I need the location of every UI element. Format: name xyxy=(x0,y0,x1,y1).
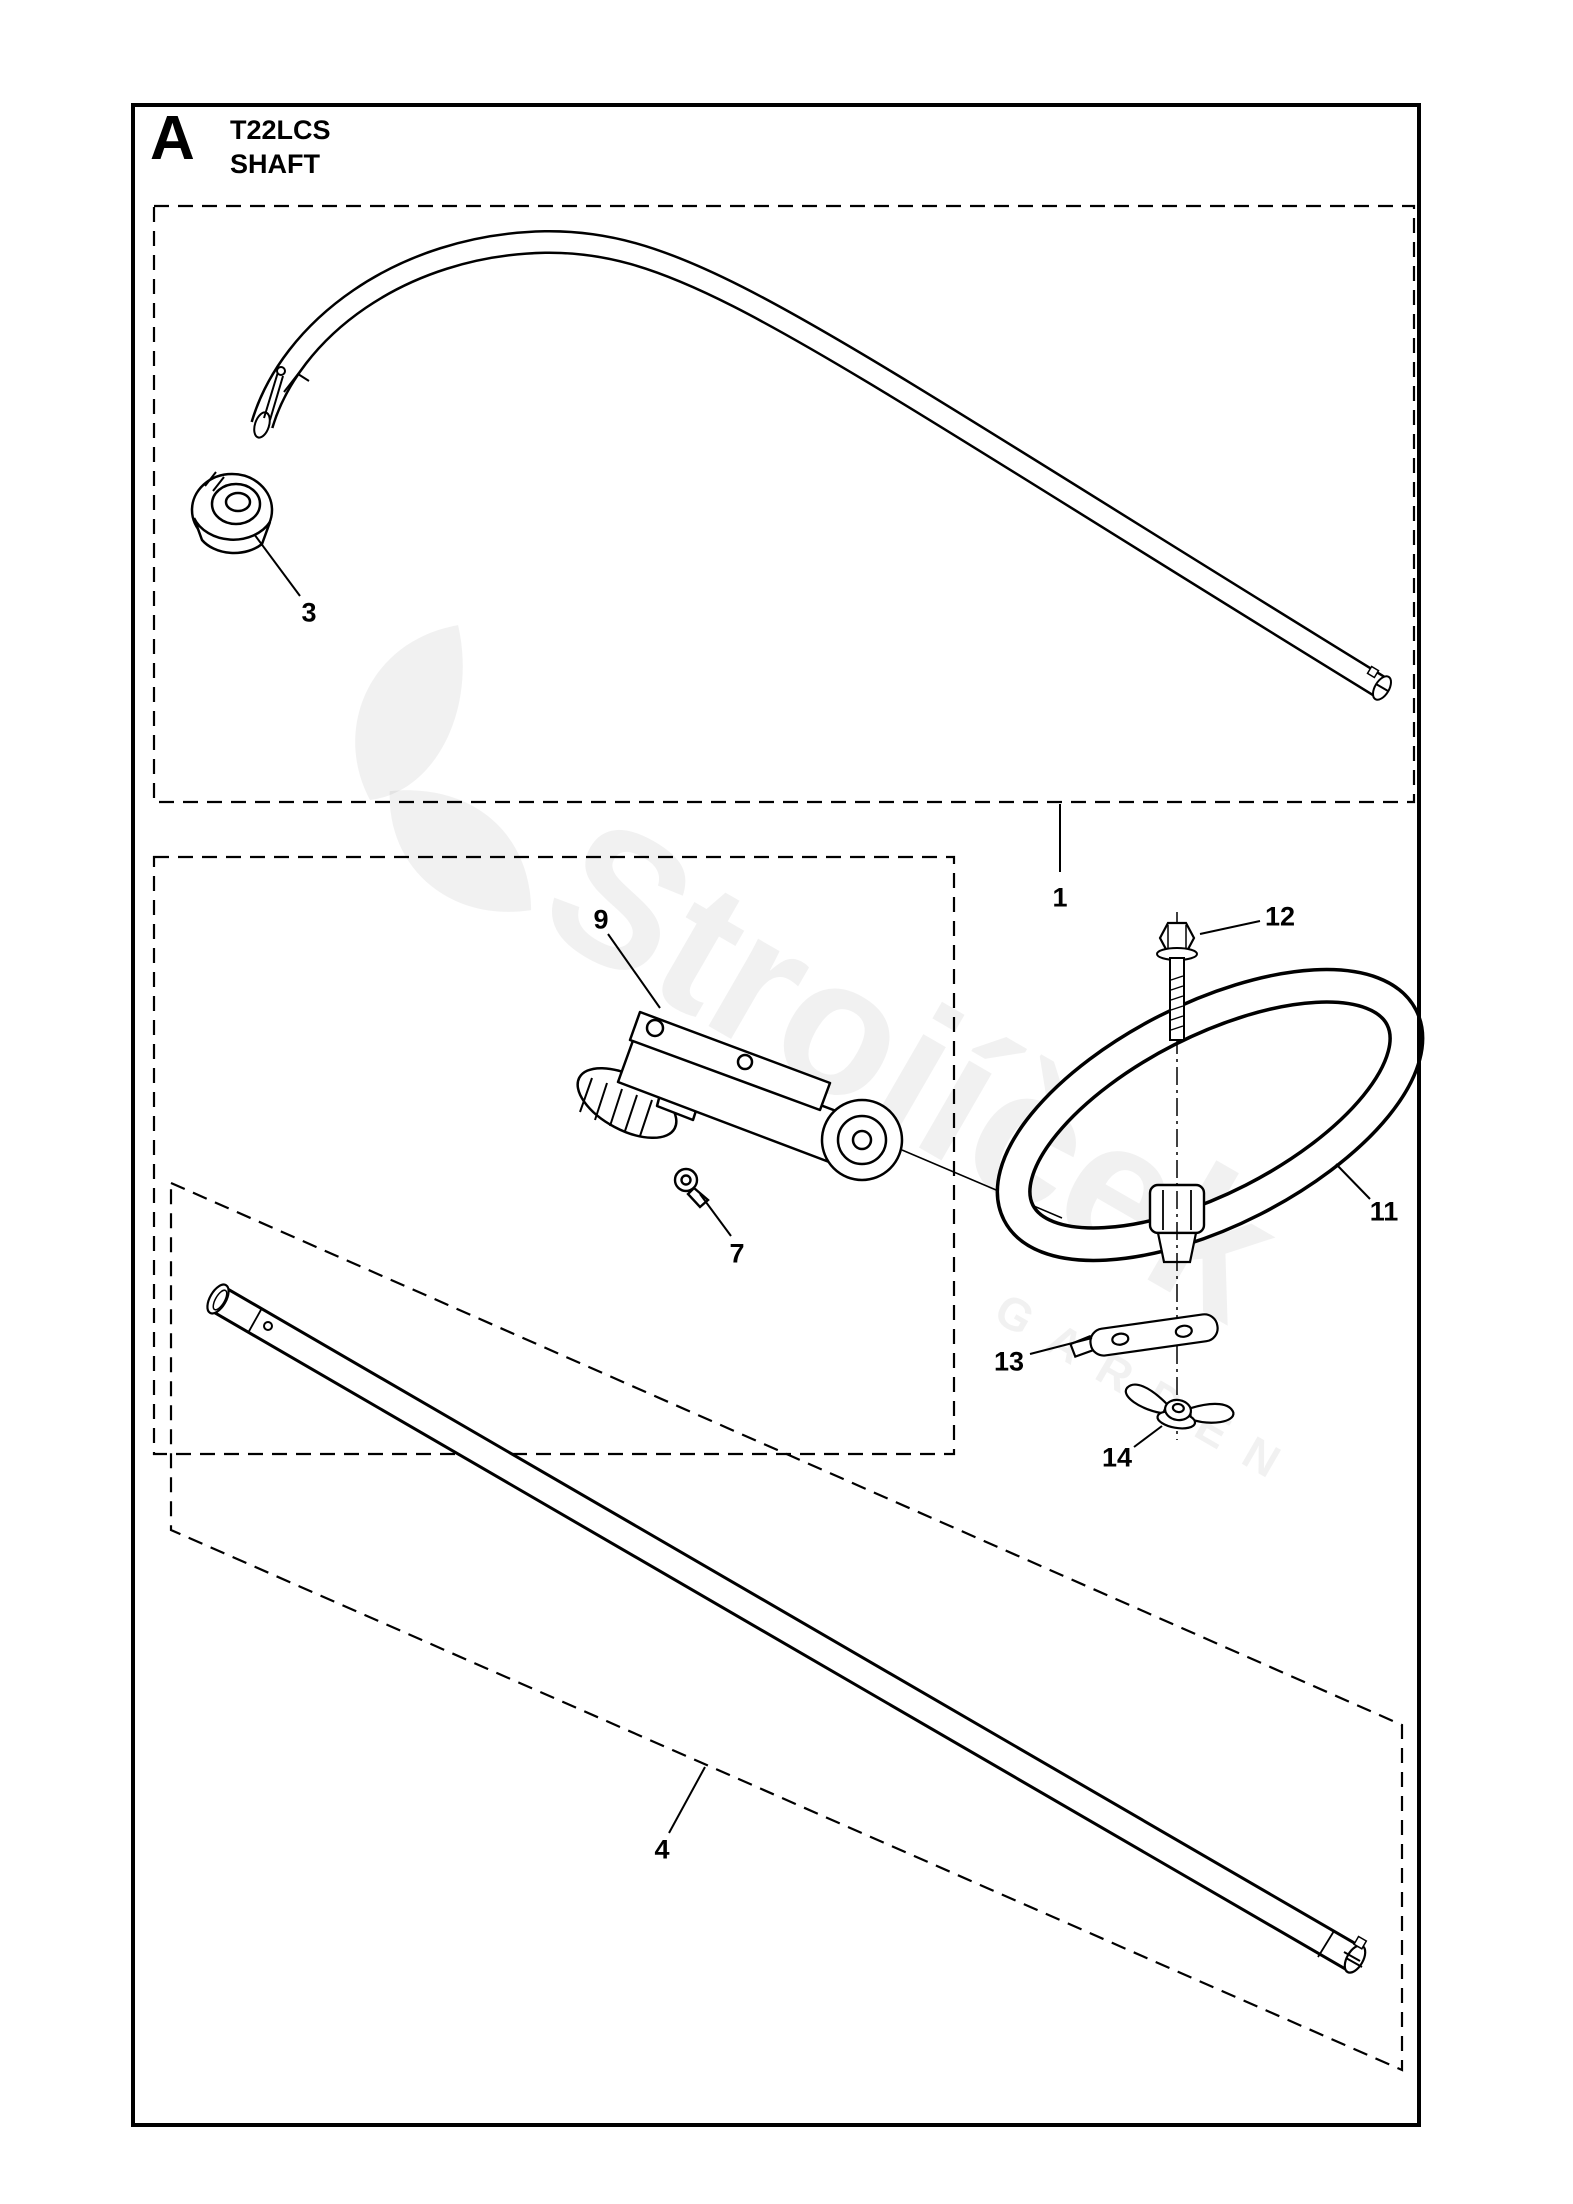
part-label-1: 1 xyxy=(1052,882,1068,913)
model-title: T22LCS xyxy=(230,115,331,145)
part-label-13: 13 xyxy=(993,1346,1025,1377)
section-letter: A xyxy=(150,104,195,173)
screw-drawing xyxy=(673,1167,710,1209)
part-label-4: 4 xyxy=(654,1834,670,1865)
clamp-plate-drawing xyxy=(1069,1313,1219,1359)
part-label-9: 9 xyxy=(593,904,609,935)
part-label-14: 14 xyxy=(1101,1442,1133,1473)
collar-drawing xyxy=(190,471,274,555)
top-assembly-box xyxy=(152,204,1416,804)
curved-shaft-drawing xyxy=(250,229,1392,701)
clamp-assembly-drawing xyxy=(576,1010,1063,1219)
wing-nut-drawing xyxy=(1124,1383,1235,1430)
straight-shaft-drawing xyxy=(206,1283,1368,1974)
watermark-leaf-icon xyxy=(355,625,532,912)
page-border xyxy=(131,103,1421,2127)
loop-handle-drawing xyxy=(995,967,1425,1264)
bolt-drawing xyxy=(1156,912,1198,1440)
part-label-7: 7 xyxy=(729,1238,745,1269)
lower-shaft-box xyxy=(169,1181,1404,2072)
leader-lines xyxy=(253,533,1371,1834)
part-label-12: 12 xyxy=(1264,901,1296,932)
part-label-11: 11 xyxy=(1369,1196,1399,1227)
part-label-3: 3 xyxy=(301,597,317,628)
section-title: SHAFT xyxy=(230,149,320,179)
